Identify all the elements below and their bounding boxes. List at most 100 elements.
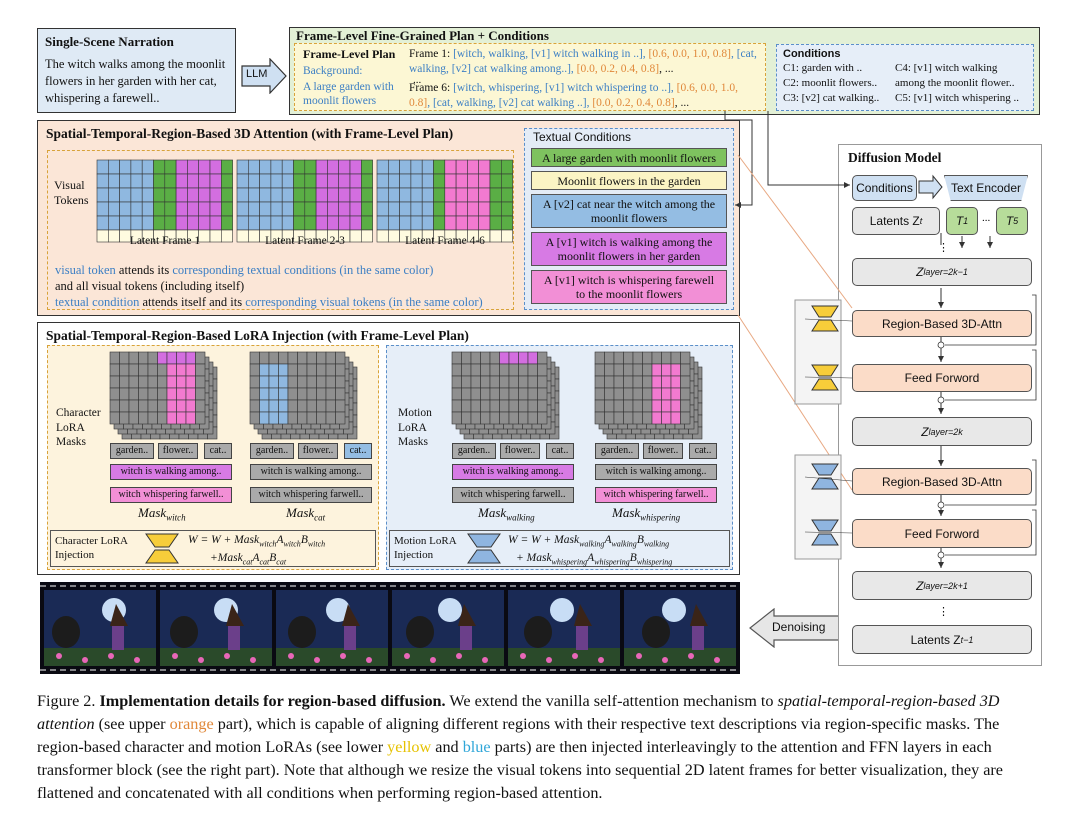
mask-cell [195,411,206,425]
flower-icon [546,657,552,663]
frame-label-1: Latent Frame 1 [129,235,201,247]
motion-masks-label: Motion LoRA Masks [398,407,432,448]
moon-icon [438,598,462,622]
chip-flower-witch: flower.. [158,443,198,459]
mask-cat-sub: cat [314,512,326,523]
caption-t3: part), which is capable of aligning diff… [37,715,1000,756]
dm-z2-text: Z [921,424,929,439]
caption-blue: blue [462,738,491,756]
padding-token [360,229,373,243]
frame6-ellipsis: , ... [674,97,690,109]
mask-walking-label: Maskwalking [478,505,535,523]
background-text: A large garden with moonlit flowers [303,81,394,107]
garden-ground [160,648,272,666]
motion-formula: W = W + MaskwalkingAwalkingBwalking + Ma… [508,533,672,570]
dm-t1-text: T [955,214,964,228]
dm-attn2: Region-Based 3D-Attn [852,468,1032,495]
flower-icon [82,657,88,663]
caption-label: Figure 2. [37,692,96,710]
dm-vdots-1: ⋮ [938,242,949,254]
mask-whispering-label: Maskwhispering [612,505,680,523]
chip-walk-witch: witch is walking among.. [110,464,232,480]
narration-text: The witch walks among the moonlit flower… [45,57,226,105]
flower-icon [250,657,256,663]
witch-figure [692,626,704,650]
frame1-ellipsis: , ... [659,63,674,75]
motion-injection-label: Motion LoRA Injection [394,535,457,561]
chip-whisper-cat: witch whispering farwell.. [250,487,372,503]
dm-ff1: Feed Forword [852,364,1032,392]
witch-figure [576,626,588,650]
attention-note-3: textual condition attends itself and its… [55,294,515,310]
motion-formula-1: W = W + MaskwalkingAwalkingBwalking [508,534,670,549]
attention-note-2: and all visual tokens (including itself) [55,279,245,293]
dm-attn1: Region-Based 3D-Attn [852,310,1032,337]
conditions-title: Conditions [783,48,841,60]
witch-hat-icon [110,604,128,626]
witch-hat-icon [574,604,592,626]
dm-z3-sub: layer=2k+1 [923,580,968,591]
frame-plan-title: Frame-Level Plan [303,47,396,61]
flower-icon [688,653,694,659]
flower-icon [520,653,526,659]
chip-whisper-witch: witch whispering farwell.. [110,487,232,503]
flower-icon [598,657,604,663]
garden-ground [508,648,620,666]
witch-figure [460,626,472,650]
flower-icon [572,653,578,659]
chip-cat-whispering: cat.. [689,443,717,459]
motion-formula-2: + MaskwhisperingAwhisperingBwhispering [516,552,673,567]
dm-t1-sub: 1 [963,216,969,226]
dm-z1-sub: layer=2k−1 [923,267,968,277]
moon-icon [550,598,574,622]
garden-ground [276,648,388,666]
character-formula-1: W = W + MaskwitchAwitchBwitch [188,534,326,549]
dm-z2-sub: layer=2k [928,426,963,437]
llm-arrow [241,58,287,94]
cond-c4b: among the moonlit flower.. [895,77,1015,89]
film-strip-background [40,582,740,674]
dm-ff2: Feed Forword [852,519,1032,548]
frame1-box: [0.6, 0.0, 1.0, 0.8] [648,48,731,60]
attention-title: Spatial-Temporal-Region-Based 3D Attenti… [46,126,454,141]
note-1b: attends its [115,263,173,277]
frame1-box2: [0.0, 0.2, 0.4, 0.8] [576,63,660,75]
dm-z3-text: Z [916,578,924,593]
flower-icon [662,657,668,663]
tc-cat: A [v2] cat near the witch among the moon… [531,194,727,228]
cat-figure [170,616,198,648]
frame6-witch: [witch, whispering, [v1] witch whisperin… [453,82,677,94]
frame1-prefix: Frame 1: [409,48,454,60]
dm-t5-sub: 5 [1013,216,1019,226]
flower-icon [134,657,140,663]
figure-caption: Figure 2. Implementation details for reg… [37,690,1045,805]
character-masks-label: Character LoRA Masks [56,407,101,448]
flower-icon [224,653,230,659]
cat-figure [52,616,80,648]
tc-flowers: Moonlit flowers in the garden [531,171,727,190]
dm-t-dots: ... [982,212,991,224]
moon-icon [326,598,350,622]
character-lora-icon [145,533,179,564]
diffusion-title: Diffusion Model [848,150,942,165]
mask-word: Mask [286,505,315,520]
output-video-frames [40,582,740,674]
mask-walking-sub: walking [506,512,535,523]
flower-icon [172,653,178,659]
flower-icon [288,653,294,659]
tc-witch-whisper: A [v1] witch is whispering farewell to t… [531,270,727,304]
chip-flower-walking: flower.. [500,443,540,459]
flower-icon [108,653,114,659]
dm-vdots-2: ⋮ [938,606,949,618]
character-injection-label: Character LoRA Injection [55,535,128,561]
tc-garden: A large garden with moonlit flowers [531,148,727,167]
plan-title: Frame-Level Fine-Grained Plan + Conditio… [296,28,549,43]
mask-cell [680,411,691,425]
frame-level-plan: Frame-Level Plan Background: A large gar… [294,43,766,111]
